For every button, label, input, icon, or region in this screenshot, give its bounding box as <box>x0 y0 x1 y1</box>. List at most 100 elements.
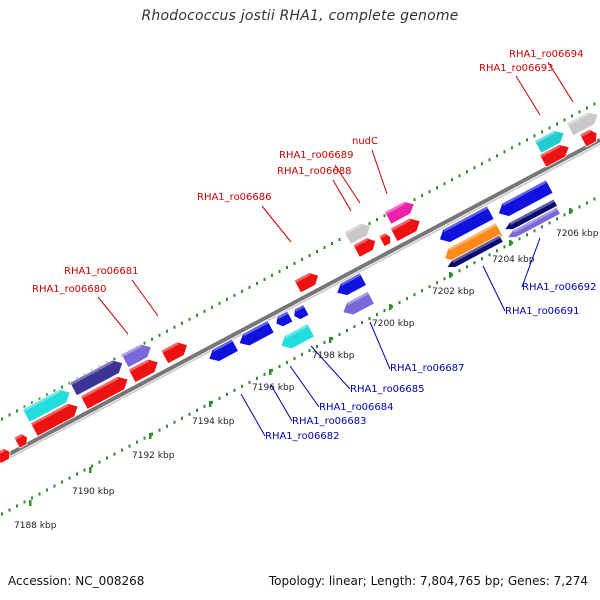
tick-dot-upper <box>188 317 191 321</box>
gene-blue-arrow-body <box>275 310 294 328</box>
gene-label-ro06681[interactable]: RHA1_ro06681 <box>64 266 139 277</box>
gene-label-ro06683[interactable]: RHA1_ro06683 <box>292 416 367 427</box>
leader-line-bottom <box>369 321 391 370</box>
gene-label-ro06686[interactable]: RHA1_ro06686 <box>197 192 272 203</box>
tick-dot-upper <box>338 238 341 242</box>
gene-blue-arrow <box>497 179 554 217</box>
tick-dot-upper <box>233 293 236 297</box>
tick-dot-upper <box>181 321 183 325</box>
gene-red-arrow-body <box>352 237 377 258</box>
tick-dot-upper <box>61 385 63 389</box>
tick-dot-lower <box>31 496 33 500</box>
gene-label-ro06694[interactable]: RHA1_ro06694 <box>509 49 584 60</box>
tick-dot-lower <box>571 209 573 213</box>
tick-dot-upper <box>196 313 198 317</box>
gene-red-arrow-body <box>29 402 79 437</box>
tick-dot-upper <box>563 118 566 122</box>
scale-label: 7198 kbp <box>312 351 355 361</box>
gene-grey-arrow-body <box>566 111 599 137</box>
tick-dot-lower <box>166 424 168 428</box>
gene-label-nudC[interactable]: nudC <box>352 136 378 147</box>
tick-dot-upper <box>331 242 333 246</box>
scale-label: 7194 kbp <box>192 417 235 427</box>
tick-dot-upper <box>263 277 266 281</box>
tick-dot-upper <box>451 178 453 182</box>
leader-line-top <box>547 61 574 103</box>
gene-blue-arrow <box>275 310 294 328</box>
tick-dot-lower <box>301 352 303 356</box>
scale-label: 7204 kbp <box>492 255 535 265</box>
gene-red-arrow-body <box>0 447 11 465</box>
gene-navy-arrow <box>445 234 504 268</box>
tick-dot-upper <box>1 417 3 421</box>
gene-purple-arrow-body <box>506 206 562 239</box>
tick-dot-lower <box>413 293 416 297</box>
tick-dot-upper <box>46 393 48 397</box>
gene-label-ro06691[interactable]: RHA1_ro06691 <box>505 306 580 317</box>
tick-dot-upper <box>488 158 491 162</box>
gene-red-arrow-shine <box>13 433 23 441</box>
leader-line-top <box>515 75 541 116</box>
tick-dot-lower <box>376 313 378 317</box>
gene-label-ro06688[interactable]: RHA1_ro06688 <box>277 166 352 177</box>
tick-dot-lower <box>248 380 251 384</box>
tick-mark <box>209 401 212 407</box>
gene-label-ro06685[interactable]: RHA1_ro06685 <box>350 384 425 395</box>
gene-red-arrow-shine <box>579 129 591 138</box>
tick-dot-upper <box>226 297 228 301</box>
tick-dot-upper <box>151 337 153 341</box>
tick-dot-lower <box>308 348 311 352</box>
tick-dot-lower <box>511 241 513 245</box>
tick-dot-upper <box>113 357 116 361</box>
gene-purple-arrow-shine <box>512 206 559 233</box>
gene-red-arrow-body <box>293 272 320 294</box>
tick-mark <box>509 240 512 246</box>
tick-dot-lower <box>121 448 123 452</box>
gene-red-arrow-body <box>160 341 188 365</box>
gene-label-ro06693[interactable]: RHA1_ro06693 <box>479 63 554 74</box>
gene-red-arrow-shine <box>161 341 179 354</box>
tick-dot-upper <box>23 405 26 409</box>
tick-dot-lower <box>241 384 243 388</box>
gene-cyan-arrow-shine <box>534 130 556 144</box>
leader-line-top <box>371 149 388 195</box>
gene-red-arrow-body <box>538 144 570 168</box>
tick-dot-lower <box>316 344 318 348</box>
gene-label-ro06684[interactable]: RHA1_ro06684 <box>319 402 394 413</box>
gene-blue-arrow-shine <box>294 304 305 312</box>
tick-dot-lower <box>278 364 281 368</box>
gene-red-arrow <box>13 433 28 449</box>
gene-navy-arrow <box>69 359 124 397</box>
gene-label-ro06689[interactable]: RHA1_ro06689 <box>279 150 354 161</box>
tick-dot-lower <box>548 221 551 225</box>
gene-red-arrow-body <box>579 128 598 148</box>
tick-dot-lower <box>503 245 506 249</box>
tick-dot-upper <box>31 401 33 405</box>
tick-dot-lower <box>383 309 386 313</box>
gene-label-ro06692[interactable]: RHA1_ro06692 <box>522 282 597 293</box>
tick-dot-upper <box>53 389 56 393</box>
tick-dot-lower <box>293 356 296 360</box>
tick-dot-lower <box>256 376 258 380</box>
gene-blue-arrow-body <box>336 272 368 296</box>
tick-dot-lower <box>106 456 108 460</box>
gene-cyan-arrow-body <box>533 130 565 154</box>
gene-label-ro06682[interactable]: RHA1_ro06682 <box>265 431 340 442</box>
tick-dot-upper <box>383 214 386 218</box>
label-leaders <box>97 61 574 437</box>
gene-blue-arrow-shine <box>501 179 548 206</box>
gene-blue-arrow-shine <box>212 338 234 352</box>
gene-blue-arrow-body <box>293 303 310 321</box>
tick-dot-upper <box>316 249 318 253</box>
gene-red-arrow-shine <box>80 376 119 399</box>
gene-red-arrow <box>352 237 377 258</box>
tick-dot-lower <box>203 404 206 408</box>
tick-dot-upper <box>548 126 551 130</box>
gene-label-ro06680[interactable]: RHA1_ro06680 <box>32 284 107 295</box>
tick-dot-upper <box>533 134 536 138</box>
gene-label-ro06687[interactable]: RHA1_ro06687 <box>390 363 465 374</box>
tick-dot-upper <box>293 261 296 265</box>
tick-dot-lower <box>226 392 228 396</box>
gene-red-arrow-body <box>127 358 159 384</box>
